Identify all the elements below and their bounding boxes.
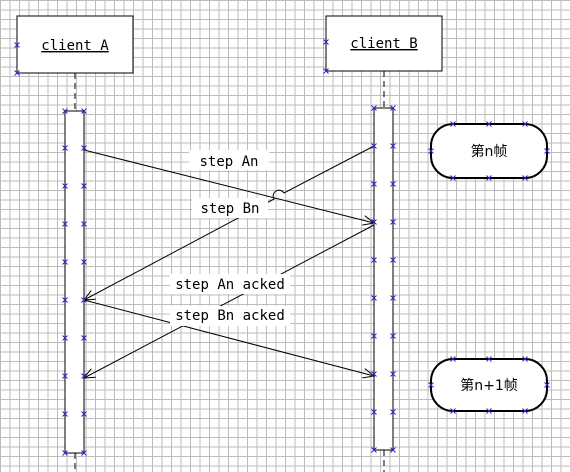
selection-handle-mark [371, 257, 377, 263]
selection-handle-mark [62, 373, 68, 379]
selection-handle-mark [62, 145, 68, 151]
selection-handle-mark [522, 175, 528, 181]
selection-handle-mark [544, 382, 550, 388]
selection-handle-mark [390, 447, 396, 453]
message-label-step-bn: step Bn [200, 201, 259, 217]
selection-handle-mark [62, 221, 68, 227]
message-label-step-an: step An [199, 154, 258, 170]
message-arrow-step-an[interactable] [83, 149, 374, 223]
selection-handle-mark [390, 295, 396, 301]
selection-handle-mark [450, 356, 456, 362]
selection-handle-mark [62, 183, 68, 189]
selection-handle-mark [371, 105, 377, 111]
selection-handle-mark [390, 105, 396, 111]
selection-handle-mark [323, 68, 329, 74]
message-label-step-bn-acked: step Bn acked [175, 308, 285, 324]
selection-handle-mark [62, 450, 68, 456]
selection-handle-mark [81, 335, 87, 341]
selection-handle-mark [62, 297, 68, 303]
selection-handle-mark [522, 408, 528, 414]
selection-handle-mark [428, 382, 434, 388]
selection-handle-mark [323, 39, 329, 45]
selection-handle-mark [81, 450, 87, 456]
note-frame-n-plus-1[interactable]: 第n+1帧 [430, 358, 548, 412]
selection-handle-mark [371, 333, 377, 339]
selection-handles [14, 39, 550, 456]
selection-handle-mark [371, 143, 377, 149]
selection-handle-mark [390, 409, 396, 415]
message-arrow-step-bn[interactable] [84, 145, 375, 300]
selection-handle-mark [522, 121, 528, 127]
selection-handle-mark [371, 295, 377, 301]
selection-handle-mark [390, 371, 396, 377]
selection-handle-mark [371, 181, 377, 187]
selection-handle-mark [450, 175, 456, 181]
activation-bar-client-b[interactable] [373, 107, 394, 451]
note-frame-n-label: 第n帧 [471, 143, 508, 160]
selection-handle-mark [450, 121, 456, 127]
selection-handle-mark [81, 221, 87, 227]
selection-handle-mark [486, 175, 492, 181]
selection-handle-mark [544, 148, 550, 154]
selection-handle-mark [428, 148, 434, 154]
selection-handle-mark [390, 219, 396, 225]
selection-handle-mark [14, 70, 20, 76]
note-frame-n-plus-1-label: 第n+1帧 [460, 377, 518, 394]
selection-handle-mark [62, 335, 68, 341]
activation-bar-client-a[interactable] [64, 110, 85, 454]
selection-handle-mark [390, 333, 396, 339]
selection-handle-mark [390, 257, 396, 263]
selection-handle-mark [450, 408, 456, 414]
participant-client-b[interactable]: client B [325, 15, 443, 72]
selection-handle-mark [81, 411, 87, 417]
message-arrow-step-an-acked[interactable] [84, 224, 375, 378]
selection-handle-mark [371, 409, 377, 415]
selection-handle-mark [390, 181, 396, 187]
selection-handle-mark [62, 108, 68, 114]
selection-handle-mark [486, 408, 492, 414]
selection-handle-mark [81, 145, 87, 151]
selection-handle-mark [486, 356, 492, 362]
selection-handle-mark [522, 356, 528, 362]
selection-handle-mark [14, 42, 20, 48]
selection-handle-mark [371, 219, 377, 225]
selection-handle-mark [81, 373, 87, 379]
selection-handle-mark [371, 371, 377, 377]
message-arrow-step-bn-acked[interactable] [83, 299, 374, 376]
selection-handle-mark [371, 447, 377, 453]
selection-handle-mark [81, 108, 87, 114]
participant-client-b-label: client B [350, 36, 417, 52]
selection-handle-mark [62, 411, 68, 417]
selection-handle-mark [62, 259, 68, 265]
selection-handle-mark [81, 297, 87, 303]
message-label-step-an-acked: step An acked [175, 277, 285, 293]
selection-handle-mark [390, 143, 396, 149]
selection-handle-mark [81, 183, 87, 189]
note-frame-n[interactable]: 第n帧 [430, 123, 548, 179]
selection-handle-mark [486, 121, 492, 127]
participant-client-a[interactable]: client A [16, 15, 134, 74]
selection-handle-mark [81, 259, 87, 265]
participant-client-a-label: client A [41, 38, 109, 54]
